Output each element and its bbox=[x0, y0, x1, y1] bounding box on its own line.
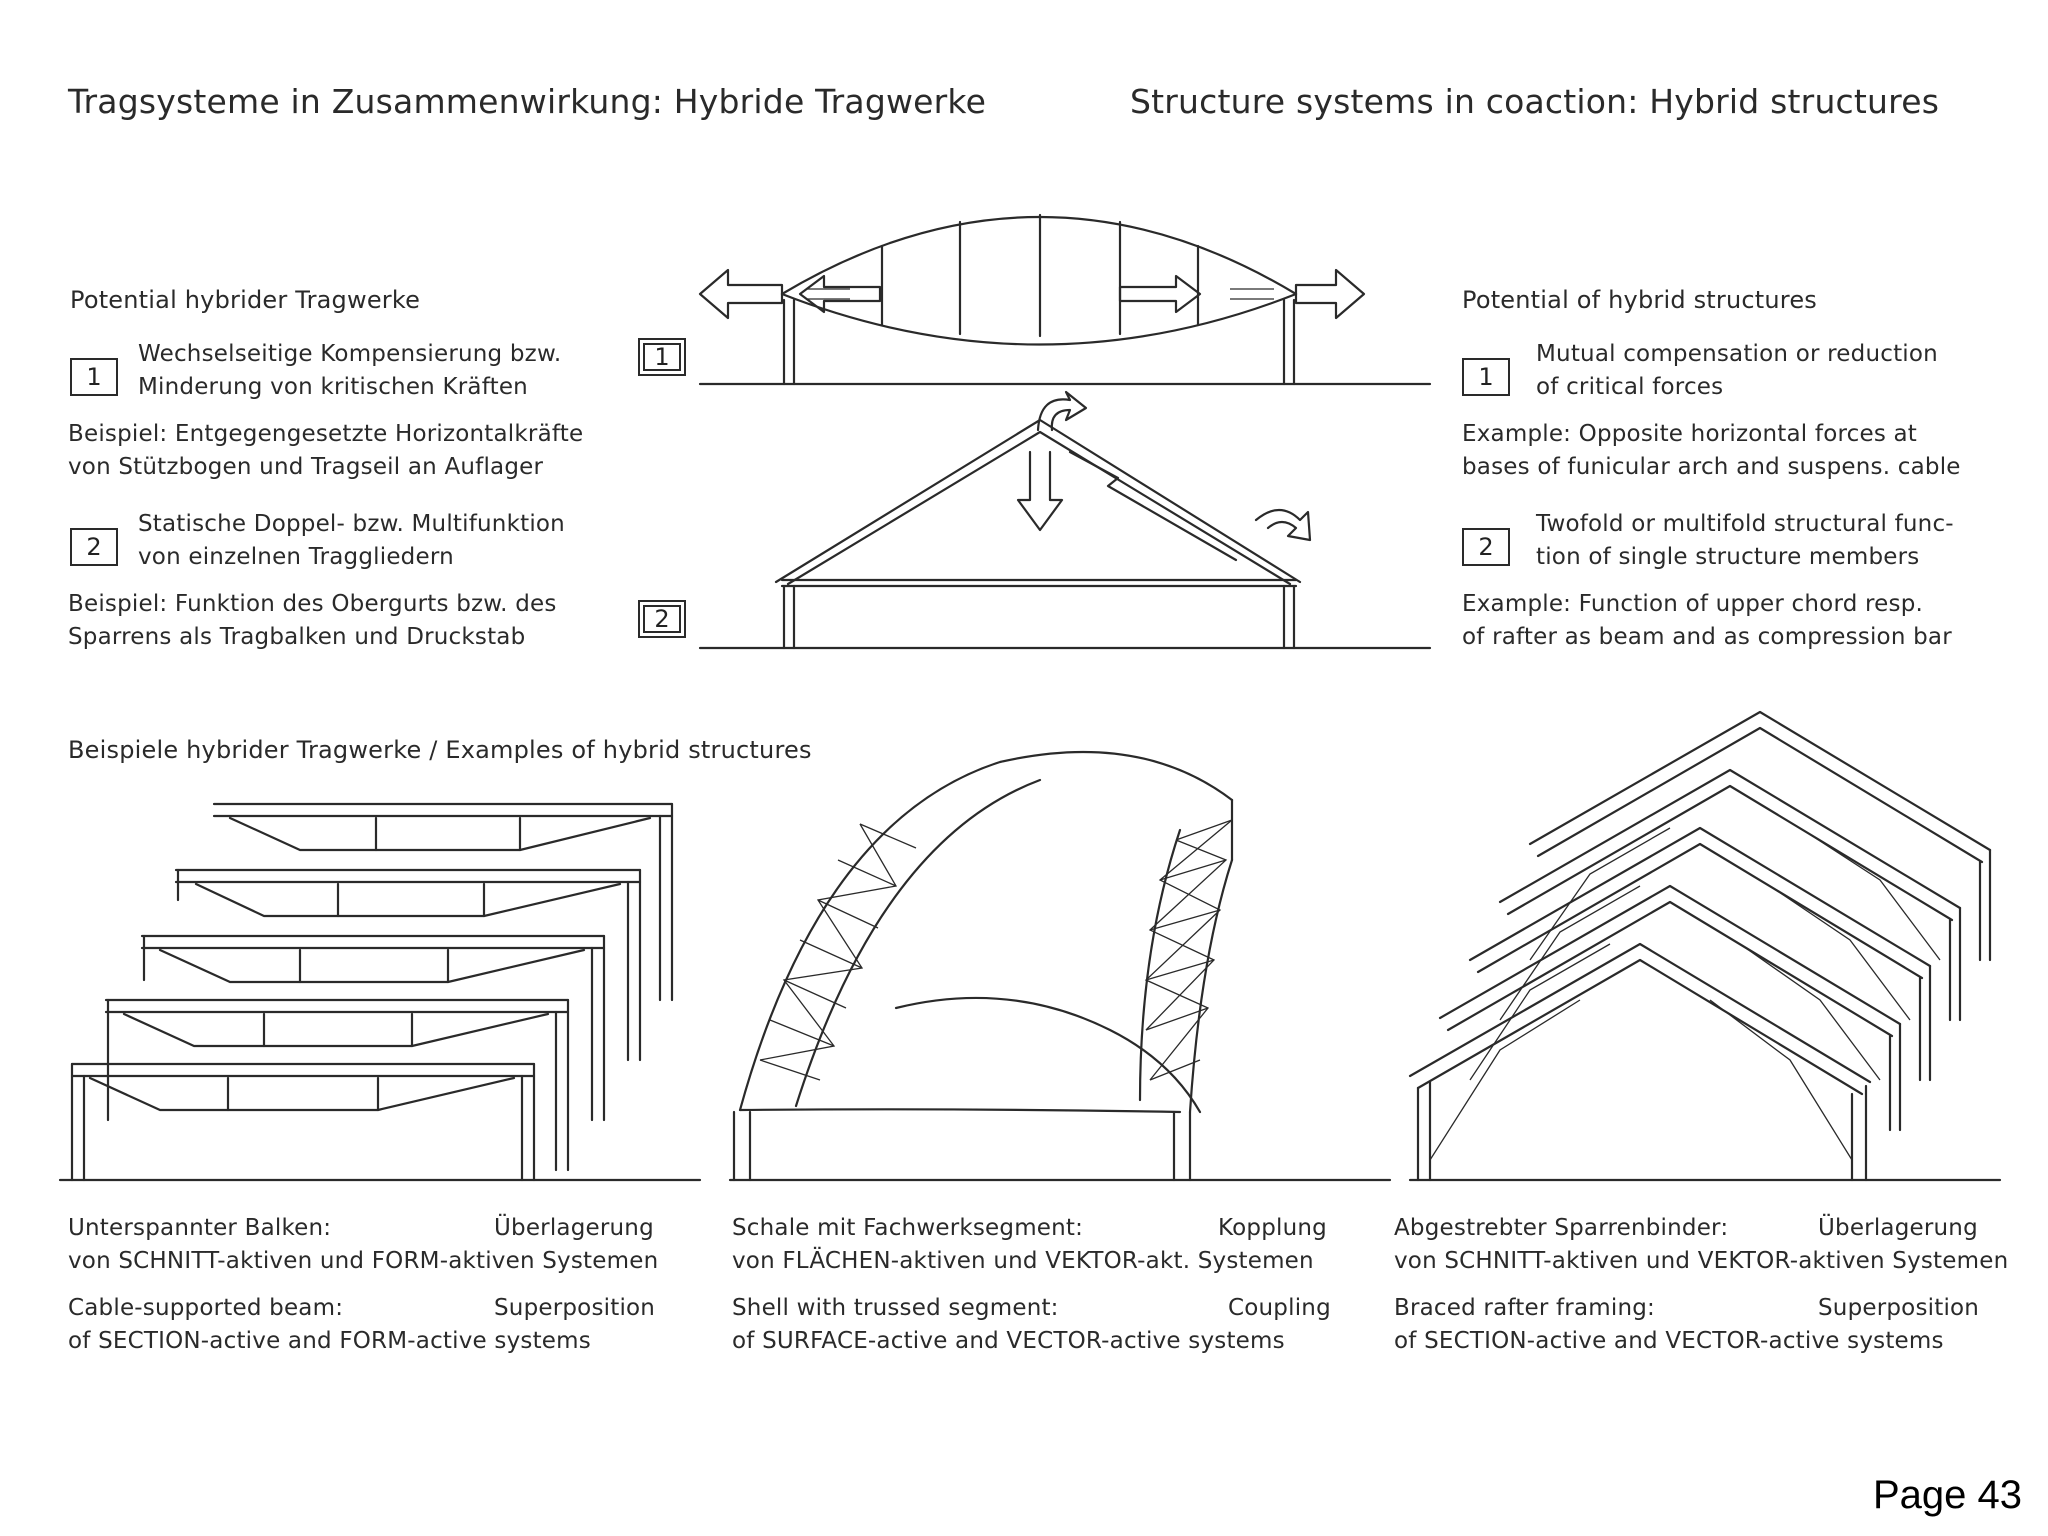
left-item2-number: 2 bbox=[70, 528, 118, 566]
examples-heading: Beispiele hybrider Tragwerke / Examples … bbox=[68, 736, 812, 764]
right-example2-line1: Example: Function of upper chord resp. bbox=[1462, 591, 1924, 617]
caption2-en-title: Shell with trussed segment: bbox=[732, 1295, 1059, 1321]
caption2-de-title: Schale mit Fachwerksegment: bbox=[732, 1215, 1084, 1241]
right-item1-line2: of critical forces bbox=[1536, 374, 1724, 400]
right-example2-line2: of rafter as beam and as compression bar bbox=[1462, 624, 1952, 650]
caption3-en-right: Superposition bbox=[1818, 1295, 1980, 1321]
left-item1-line1: Wechselseitige Kompensierung bzw. bbox=[138, 341, 562, 367]
caption1-de-right: Überlagerung bbox=[494, 1215, 654, 1241]
left-example1-line2: von Stützbogen und Tragseil an Auflager bbox=[68, 454, 544, 480]
caption3-en-title: Braced rafter framing: bbox=[1394, 1295, 1655, 1321]
caption1-en-right: Superposition bbox=[494, 1295, 656, 1321]
left-example1-line1: Beispiel: Entgegengesetzte Horizontalkrä… bbox=[68, 421, 584, 447]
caption1-de-title: Unterspannter Balken: bbox=[68, 1215, 332, 1241]
diagram1-arch-cable bbox=[698, 213, 1432, 386]
title-german: Tragsysteme in Zusammenwirkung: Hybride … bbox=[68, 82, 987, 121]
right-example1-line2: bases of funicular arch and suspens. cab… bbox=[1462, 454, 1961, 480]
diagram1-label: 1 bbox=[638, 338, 686, 376]
caption1-en-title: Cable-supported beam: bbox=[68, 1295, 344, 1321]
right-item1-line1: Mutual compensation or reduction bbox=[1536, 341, 1938, 367]
caption1-en-line2: of SECTION-active and FORM-active system… bbox=[68, 1328, 591, 1354]
example3-braced-rafters bbox=[1408, 710, 2002, 1182]
caption2-en-right: Coupling bbox=[1228, 1295, 1331, 1321]
caption2-en-line2: of SURFACE-active and VECTOR-active syst… bbox=[732, 1328, 1285, 1354]
page-number: Page 43 bbox=[1872, 1473, 2022, 1517]
left-heading: Potential hybrider Tragwerke bbox=[70, 286, 421, 314]
caption2-de-right: Kopplung bbox=[1218, 1215, 1327, 1241]
left-item2-line1: Statische Doppel- bzw. Multifunktion bbox=[138, 511, 565, 537]
caption3-de-right: Überlagerung bbox=[1818, 1215, 1978, 1241]
title-english: Structure systems in coaction: Hybrid st… bbox=[1130, 82, 1940, 121]
caption3-de-line2: von SCHNITT-aktiven und VEKTOR-aktiven S… bbox=[1394, 1248, 2009, 1274]
right-item2-line2: tion of single structure members bbox=[1536, 544, 1920, 570]
left-example2-line1: Beispiel: Funktion des Obergurts bzw. de… bbox=[68, 591, 557, 617]
caption2-de-line2: von FLÄCHEN-aktiven und VEKTOR-akt. Syst… bbox=[732, 1248, 1314, 1274]
caption3-de-title: Abgestrebter Sparrenbinder: bbox=[1394, 1215, 1729, 1241]
caption3-en-line2: of SECTION-active and VECTOR-active syst… bbox=[1394, 1328, 1944, 1354]
right-heading: Potential of hybrid structures bbox=[1462, 286, 1817, 314]
example1-cable-supported-beams bbox=[58, 802, 702, 1182]
example2-shell-truss bbox=[728, 750, 1392, 1182]
right-example1-line1: Example: Opposite horizontal forces at bbox=[1462, 421, 1918, 447]
left-item2-line2: von einzelnen Traggliedern bbox=[138, 544, 454, 570]
left-item1-line2: Minderung von kritischen Kräften bbox=[138, 374, 528, 400]
right-item2-number: 2 bbox=[1462, 528, 1510, 566]
diagram2-rafter-frame bbox=[698, 390, 1432, 650]
left-item1-number: 1 bbox=[70, 358, 118, 396]
right-item2-line1: Twofold or multifold structural func- bbox=[1536, 511, 1954, 537]
diagram2-label: 2 bbox=[638, 600, 686, 638]
left-example2-line2: Sparrens als Tragbalken und Druckstab bbox=[68, 624, 526, 650]
right-item1-number: 1 bbox=[1462, 358, 1510, 396]
caption1-de-line2: von SCHNITT-aktiven und FORM-aktiven Sys… bbox=[68, 1248, 659, 1274]
